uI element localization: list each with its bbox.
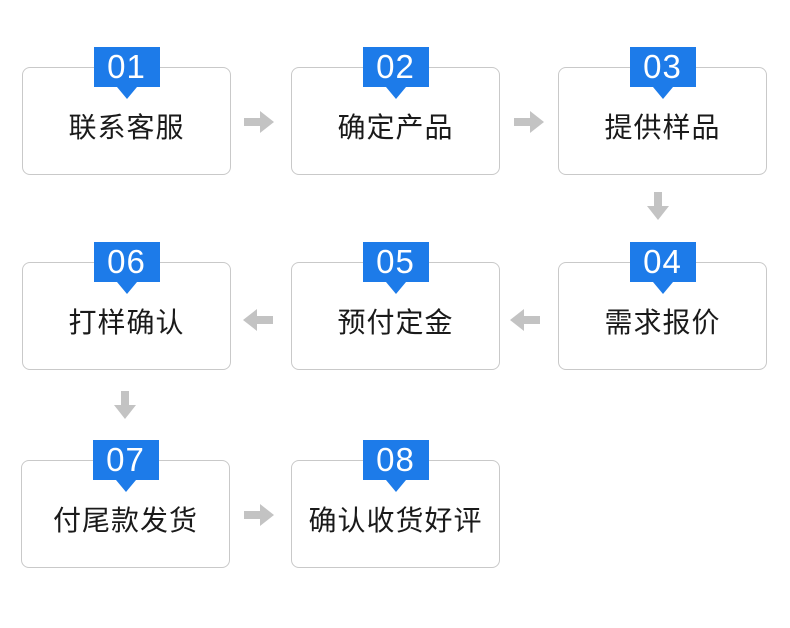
- badge-pointer-icon: [115, 480, 136, 492]
- step-05-badge: 05: [362, 242, 429, 294]
- step-01-badge: 01: [93, 47, 160, 99]
- step-box-08: 08 确认收货好评: [291, 440, 500, 568]
- step-box-01: 01 联系客服: [22, 47, 231, 175]
- step-number: 05: [376, 243, 415, 280]
- arrow-right-icon: [244, 504, 274, 526]
- badge-pointer-icon: [385, 480, 406, 492]
- badge-pointer-icon: [385, 87, 406, 99]
- step-box-06: 06 打样确认: [22, 242, 231, 370]
- arrow-left-icon: [510, 309, 540, 331]
- step-number: 08: [376, 441, 415, 478]
- step-label: 付尾款发货: [52, 505, 198, 536]
- step-label: 打样确认: [68, 307, 185, 338]
- arrow-down-icon: [647, 192, 669, 220]
- step-label: 确认收货好评: [308, 505, 483, 536]
- step-box-04: 04 需求报价: [558, 242, 767, 370]
- step-number: 02: [376, 48, 415, 85]
- step-box-02: 02 确定产品: [291, 47, 500, 175]
- step-number: 06: [107, 243, 146, 280]
- arrow-down-icon: [114, 391, 136, 419]
- arrow-right-icon: [244, 111, 274, 133]
- step-03-badge: 03: [629, 47, 696, 99]
- step-02-badge: 02: [362, 47, 429, 99]
- badge-pointer-icon: [652, 87, 673, 99]
- badge-pointer-icon: [116, 87, 137, 99]
- step-label: 需求报价: [604, 307, 721, 338]
- step-number: 04: [643, 243, 682, 280]
- arrow-left-icon: [243, 309, 273, 331]
- step-06-badge: 06: [93, 242, 160, 294]
- step-label: 提供样品: [604, 112, 721, 143]
- step-label: 确定产品: [337, 112, 454, 143]
- step-label: 预付定金: [337, 307, 454, 338]
- badge-pointer-icon: [652, 282, 673, 294]
- step-04-badge: 04: [629, 242, 696, 294]
- badge-pointer-icon: [116, 282, 137, 294]
- step-08-badge: 08: [362, 440, 429, 492]
- step-box-05: 05 预付定金: [291, 242, 500, 370]
- step-box-07: 07 付尾款发货: [21, 440, 230, 568]
- step-box-03: 03 提供样品: [558, 47, 767, 175]
- step-number: 01: [107, 48, 146, 85]
- arrow-right-icon: [514, 111, 544, 133]
- step-07-badge: 07: [92, 440, 159, 492]
- step-label: 联系客服: [68, 112, 185, 143]
- badge-pointer-icon: [385, 282, 406, 294]
- step-number: 07: [106, 441, 145, 478]
- step-number: 03: [643, 48, 682, 85]
